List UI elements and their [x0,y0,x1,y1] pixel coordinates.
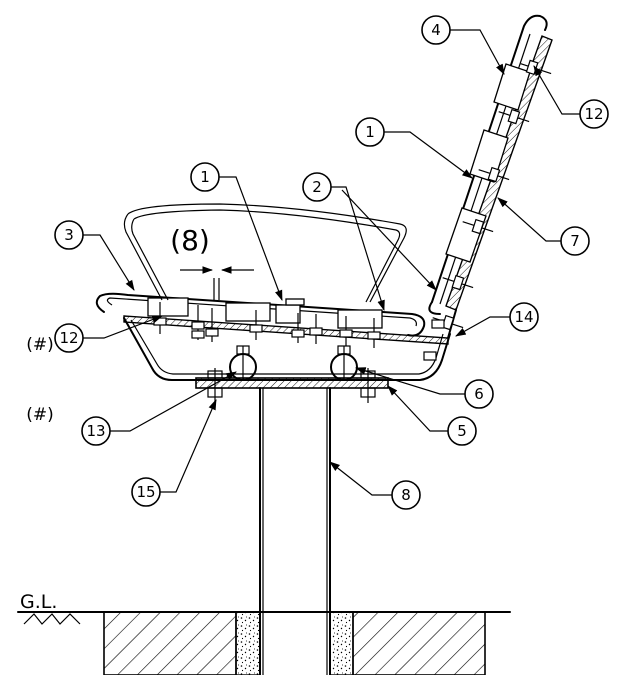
callout-14: 14 [509,302,539,332]
seat-assembly [95,278,449,348]
svg-text:3: 3 [64,226,74,244]
svg-text:1: 1 [365,123,375,141]
svg-text:12: 12 [59,329,78,347]
dimension-8: (8) [170,224,254,274]
grout-right [329,611,354,675]
backrest-assembly [423,14,553,361]
seat-frame-outer [123,317,451,381]
support-post [259,387,331,675]
callout-1-right: 1 [355,117,385,147]
callout-12-left: 12 [54,323,84,353]
svg-text:7: 7 [570,232,580,250]
back-bolts [432,59,552,331]
hash-note-13: (#) [26,405,54,425]
back-slat [431,14,548,303]
footing-right [352,611,486,675]
callout-2: 2 [302,172,332,202]
svg-text:2: 2 [312,178,322,196]
ground-symbol [23,613,81,625]
leader-lines [83,29,580,496]
svg-text:6: 6 [474,385,484,403]
pipe-clamp-right [330,345,358,381]
ground-level-label: G.L. [20,591,57,613]
armrest-outline [123,203,407,303]
callout-12-top: 12 [579,99,609,129]
svg-text:15: 15 [136,483,155,501]
svg-text:8: 8 [401,486,411,504]
seat-blocks [147,297,383,329]
grout-left [235,611,261,675]
callout-15: 15 [131,477,161,507]
base-plate [195,377,389,389]
svg-text:13: 13 [86,422,105,440]
dimension-label: (8) [170,224,210,257]
base-frame [123,317,451,403]
footing-left [103,611,237,675]
callout-13: 13 [81,416,111,446]
pipe-clamp-left [229,345,257,381]
callout-5: 5 [447,416,477,446]
svg-text:1: 1 [200,168,210,186]
svg-text:4: 4 [431,21,441,39]
svg-text:14: 14 [514,308,533,326]
seat-fitting [285,298,305,306]
callout-4: 4 [421,15,451,45]
callout-8: 8 [391,480,421,510]
back-blocks [445,63,531,263]
svg-text:5: 5 [457,422,467,440]
callout-7: 7 [560,226,590,256]
callout-1-middle: 1 [190,162,220,192]
ground-foundation [17,611,511,675]
svg-text:12: 12 [584,105,603,123]
hash-note-12: (#) [26,335,54,355]
callout-3: 3 [54,220,84,250]
callout-6: 6 [464,379,494,409]
